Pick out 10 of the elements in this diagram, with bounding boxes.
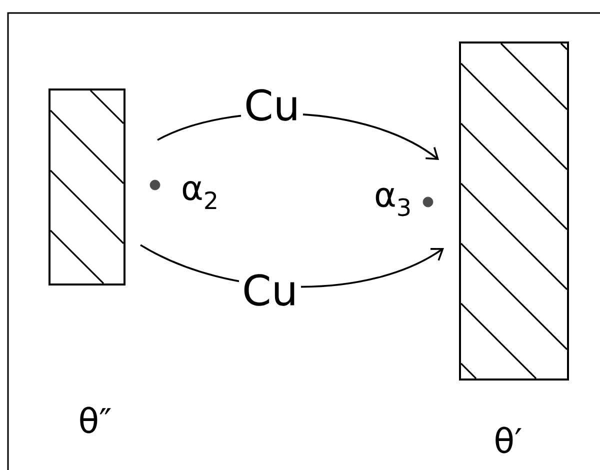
- edge-label: Cu: [239, 271, 301, 309]
- hatched-box: [48, 88, 126, 286]
- symbol-label: θ′: [496, 426, 522, 454]
- edge-label: Cu: [241, 86, 303, 124]
- dot: [150, 180, 160, 190]
- symbol-label: α$_{2}$: [182, 180, 216, 210]
- hatched-box: [459, 42, 569, 380]
- dot: [422, 196, 434, 208]
- symbol-label: α$_{3}$: [376, 188, 410, 216]
- symbol-label: θ″: [80, 406, 111, 434]
